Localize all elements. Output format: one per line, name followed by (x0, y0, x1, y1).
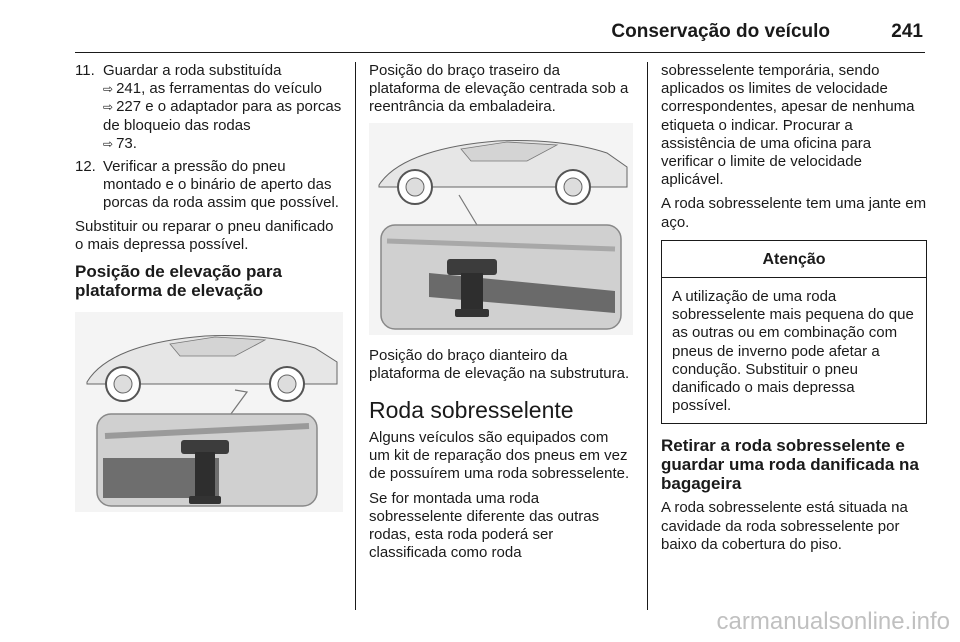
figure-caption: Posição do braço traseiro da plataforma … (369, 62, 629, 116)
figure-front-lift-arm (369, 122, 633, 335)
section-heading: Retirar a roda sobresselente e guardar u… (661, 436, 919, 494)
list-number: 11. (75, 62, 95, 79)
paragraph: Alguns veículos são equipados com um kit… (369, 429, 630, 483)
page-header: Conservação do veículo 241 (75, 0, 925, 53)
warning-text: A utilização de uma roda sobresselente m… (672, 288, 914, 415)
paragraph: Se for montada uma roda sobresselente di… (369, 489, 600, 562)
column-right: sobresselente temporária, sendo aplicado… (661, 62, 927, 560)
column-middle: Posição do braço traseiro da plataforma … (369, 62, 633, 568)
page-reference[interactable]: 227 e o adaptador para as porcas de bloq… (103, 98, 341, 133)
column-left: 11. Guardar a roda substituída 241, as f… (75, 62, 343, 524)
warning-title: Atenção (662, 241, 926, 279)
column-divider (355, 62, 356, 610)
paragraph: A roda sobresselente está situada na cav… (661, 499, 908, 553)
section-heading: Posição de elevação para plataforma de e… (75, 262, 282, 301)
watermark: carmanualsonline.info (716, 608, 950, 635)
column-divider (647, 62, 648, 610)
list-text: Guardar a roda substituída (103, 62, 282, 79)
list-item: 11. Guardar a roda substituída 241, as f… (75, 62, 343, 153)
list-item: 12. Verificar a pressão do pneu montado … (75, 158, 343, 213)
page-reference[interactable]: 73. (103, 135, 137, 152)
paragraph: sobresselente temporária, sendo aplicado… (661, 62, 915, 189)
list-text: Verificar a pressão do pneu montado e o … (103, 158, 339, 212)
section-title: Conservação do veículo (611, 21, 830, 42)
paragraph: A roda sobresselente tem uma jante em aç… (661, 195, 927, 231)
paragraph: Substituir ou reparar o pneu danificado … (75, 217, 334, 253)
section-heading: Roda sobresselente (369, 397, 574, 424)
page-reference[interactable]: 241, as ferramentas do veículo (103, 80, 322, 97)
list-number: 12. (75, 158, 96, 176)
warning-box: Atenção A utilização de uma roda sobress… (661, 239, 927, 425)
figure-caption: Posição do braço dianteiro da plataforma… (369, 346, 630, 382)
page-number: 241 (891, 21, 923, 42)
figure-rear-lift-arm (75, 312, 343, 513)
